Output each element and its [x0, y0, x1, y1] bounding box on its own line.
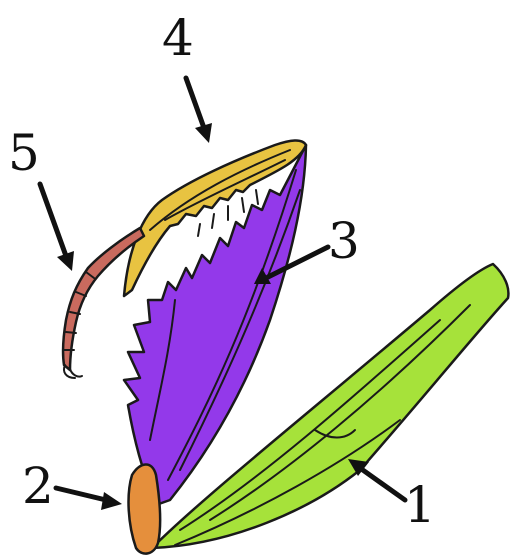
callout-arrow-2 [56, 488, 122, 510]
part-2-shape [129, 464, 161, 553]
callout-arrow-5 [40, 184, 74, 271]
label-5: 5 [8, 124, 40, 182]
label-3: 3 [328, 212, 360, 270]
label-2: 2 [22, 457, 54, 515]
callout-arrow-4 [186, 78, 212, 143]
label-1: 1 [404, 476, 436, 534]
label-4: 4 [162, 9, 194, 67]
callout-arrow-1 [348, 459, 405, 500]
part-2-trochanter [129, 464, 161, 553]
